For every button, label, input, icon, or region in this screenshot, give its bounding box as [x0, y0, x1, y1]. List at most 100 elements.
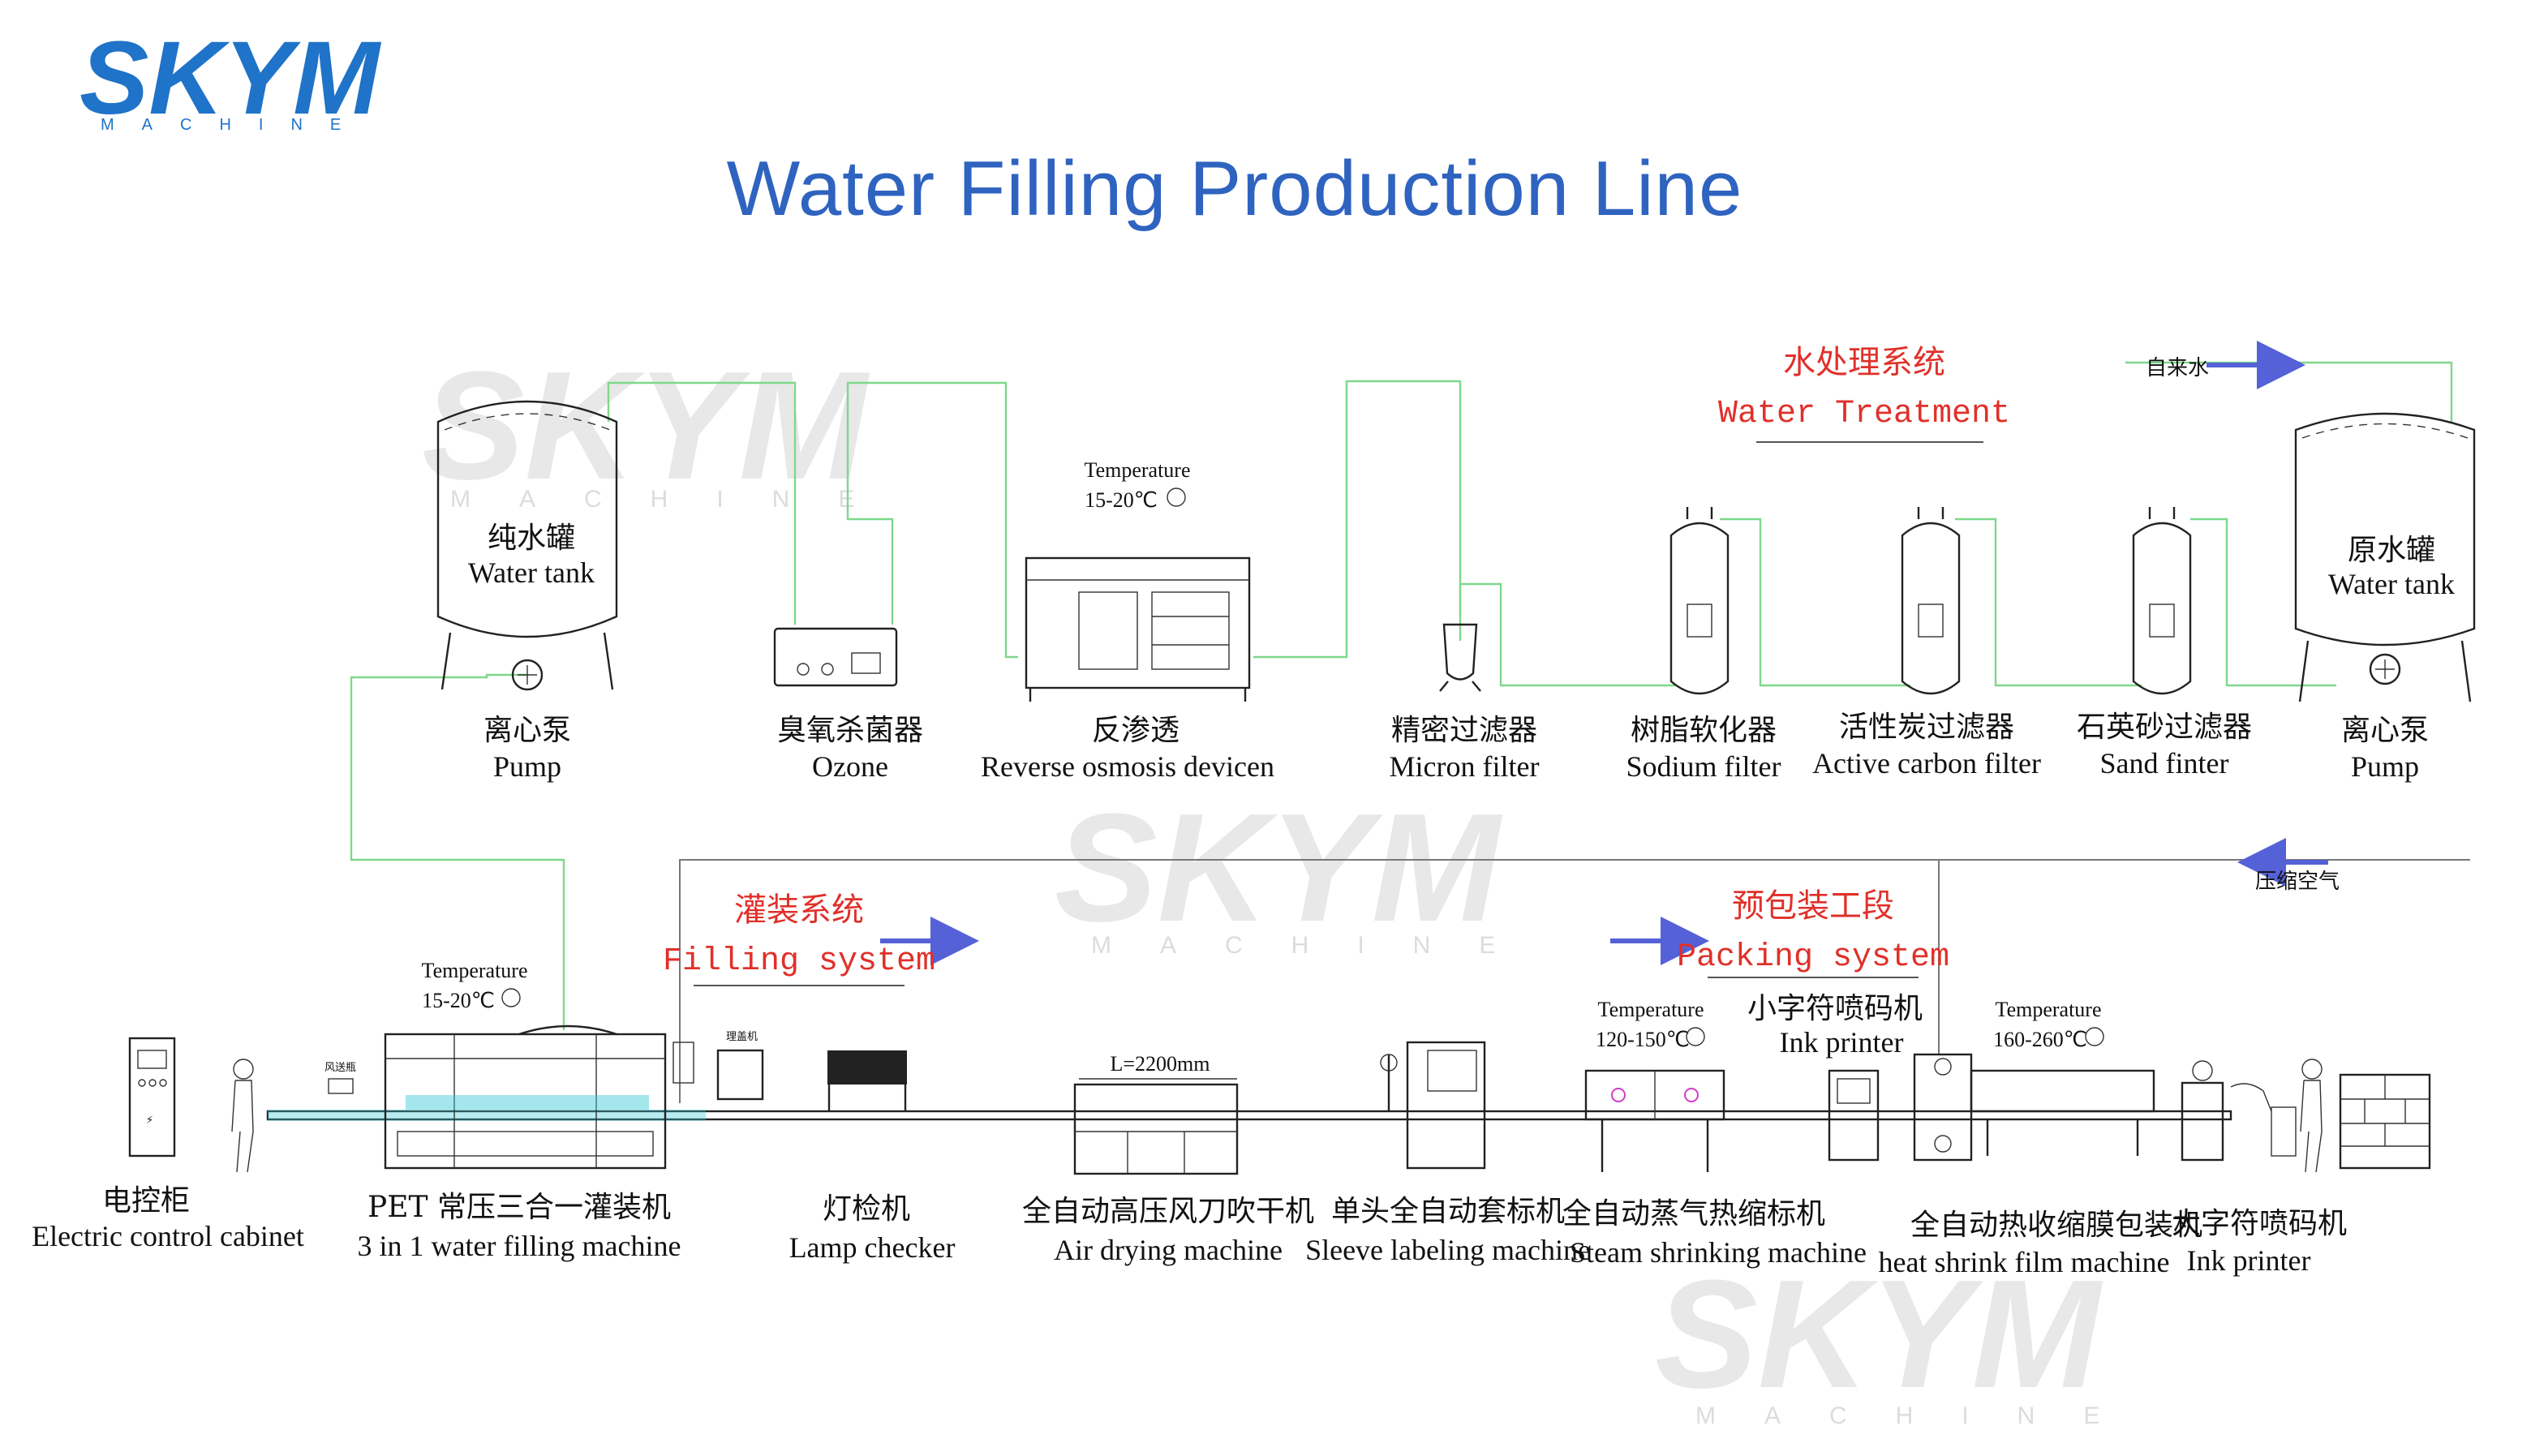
watermark-3: SKYM MACHINE [1655, 1248, 2148, 1429]
pallet-stack [2339, 1073, 2431, 1170]
sand-filter: 石英砂过滤器 Sand finter [2077, 507, 2252, 780]
small-ink-printer-cn: 小字符喷码机 [1747, 992, 1923, 1025]
temperature-value: 15-20℃ [422, 989, 495, 1012]
lamp-checker-cn: 灯检机 [823, 1192, 910, 1226]
ozone-sterilizer: 臭氧杀菌器 Ozone [773, 627, 923, 783]
ro-cn: 反渗透 [1092, 714, 1180, 747]
watermark-sub: MACHINE [450, 486, 903, 513]
micron-filter-cn: 精密过滤器 [1391, 714, 1537, 747]
micron-filter: 精密过滤器 Micron filter [1390, 623, 1540, 783]
section-packing: 预包装工段 Packing system [1677, 887, 1949, 978]
section-filling: 灌装系统 Filling system [663, 891, 935, 986]
section-en: Water Treatment [1718, 396, 2010, 432]
sodium-filter: 树脂软化器 Sodium filter [1626, 507, 1781, 783]
sodium-filter-en: Sodium filter [1626, 750, 1781, 783]
micron-filter-en: Micron filter [1390, 750, 1540, 783]
temperature-label: Temperature [422, 959, 528, 982]
lamp-checker: 灯检机 Lamp checker [789, 1050, 956, 1264]
tap-water-label: 自来水 [2146, 356, 2209, 380]
filling-machine-cn: PET 常压三合一灌装机 [367, 1191, 671, 1224]
electric-control-cabinet: ⚡ 电控柜 Electric control cabinet [32, 1037, 304, 1252]
temperature-label: Temperature [1996, 998, 2102, 1021]
cabinet-cn: 电控柜 [102, 1184, 190, 1218]
small-ink-printer: 小字符喷码机 Ink printer [1747, 992, 1923, 1162]
pump-2-en: Pump [2351, 750, 2419, 783]
section-en: Filling system [663, 943, 935, 980]
conveyor [266, 1110, 2232, 1121]
raw-water-tank-cn: 原水罐 [2348, 534, 2435, 567]
air-dryer-cn: 全自动高压风刀吹干机 [1022, 1195, 1314, 1228]
heat-shrink-film-machine: Temperature 160-260℃ 全自动热收缩膜包装机 heat shr… [1879, 998, 2202, 1278]
watermark-1: SKYM MACHINE [422, 340, 903, 513]
watermark-text: SKYM [1055, 782, 1503, 954]
pure-water-tank-cn: 纯水罐 [488, 522, 575, 555]
thermometer-icon [1686, 1027, 1705, 1046]
operator-figure-1 [231, 1059, 254, 1173]
logo-sub: MACHINE [101, 116, 368, 134]
thermometer-icon [501, 988, 521, 1007]
air-conveyor-label: 风送瓶 [324, 1062, 356, 1074]
air-drying-machine: L=2200mm 全自动高压风刀吹干机 Air drying machine [1022, 1052, 1314, 1266]
temperature-value: 120-150℃ [1596, 1028, 1690, 1051]
raw-water-tank: 原水罐 Water tank 离心泵 Pump [2294, 412, 2476, 783]
sodium-filter-cn: 树脂软化器 [1631, 714, 1777, 747]
raw-water-tank-en: Water tank [2328, 568, 2455, 600]
steam-shrinking-en: Steam shrinking machine [1570, 1236, 1867, 1269]
steam-shrinking-cn: 全自动蒸气热缩标机 [1562, 1197, 1825, 1231]
section-en: Packing system [1677, 939, 1949, 976]
section-water-treatment: 水处理系统 Water Treatment [1718, 344, 2010, 443]
ozone-en: Ozone [812, 750, 888, 783]
sleeve-labeling-en: Sleeve labeling machine [1305, 1234, 1591, 1266]
brand-logo: SKYM MACHINE [79, 20, 381, 136]
cabinet-en: Electric control cabinet [32, 1220, 304, 1252]
air-lines [679, 859, 2470, 1103]
pure-water-tank: 纯水罐 Water tank 离心泵 Pump [436, 400, 618, 783]
large-ink-printer: 大字符喷码机 Ink printer [2172, 1060, 2347, 1277]
operator-figure-2 [2300, 1059, 2323, 1173]
thermometer-icon [2085, 1027, 2104, 1046]
large-ink-printer-cn: 大字符喷码机 [2172, 1207, 2347, 1240]
section-cn: 灌装系统 [734, 891, 864, 929]
filling-machine-en: 3 in 1 water filling machine [358, 1230, 681, 1262]
temperature-label: Temperature [1085, 458, 1191, 482]
logo-text: SKYM [79, 20, 381, 136]
sleeve-labeling-cn: 单头全自动套标机 [1331, 1195, 1565, 1228]
ozone-cn: 臭氧杀菌器 [777, 714, 923, 747]
large-ink-printer-en: Ink printer [2187, 1244, 2311, 1277]
section-cn: 预包装工段 [1732, 887, 1894, 925]
small-ink-printer-en: Ink printer [1780, 1026, 1904, 1059]
ro-en: Reverse osmosis devicen [981, 750, 1274, 783]
temperature-value: 160-260℃ [1993, 1028, 2087, 1051]
air-dryer-en: Air drying machine [1054, 1234, 1283, 1266]
water-pipes [350, 361, 2453, 1030]
sand-filter-en: Sand finter [2100, 747, 2229, 780]
pump-1-en: Pump [493, 750, 561, 783]
steam-shrinking-machine: Temperature 120-150℃ 全自动蒸气热缩标机 Steam shr… [1562, 998, 1867, 1269]
air-dryer-length: L=2200mm [1111, 1052, 1210, 1076]
active-carbon-filter-en: Active carbon filter [1812, 747, 2041, 780]
active-carbon-filter: 活性炭过滤器 Active carbon filter [1812, 507, 2041, 780]
section-cn: 水处理系统 [1783, 344, 1945, 381]
watermark-text: SKYM [1655, 1248, 2103, 1420]
watermark-sub: MACHINE [1695, 1402, 2148, 1429]
cap-sorter-label: 理盖机 [726, 1031, 758, 1043]
flow-arrows [880, 341, 2328, 965]
compressed-air-label: 压缩空气 [2255, 870, 2340, 893]
sleeve-labeling-machine: 单头全自动套标机 Sleeve labeling machine [1305, 1041, 1591, 1266]
thermometer-icon [1167, 487, 1186, 507]
pump-1-cn: 离心泵 [483, 714, 571, 747]
watermark-sub: MACHINE [1091, 932, 1544, 959]
temperature-value: 15-20℃ [1085, 488, 1158, 512]
heat-shrink-cn: 全自动热收缩膜包装机 [1910, 1209, 2202, 1242]
temperature-label: Temperature [1598, 998, 1704, 1021]
reverse-osmosis-device: Temperature 15-20℃ 反渗透 Reverse osmosis d… [981, 458, 1274, 783]
sand-filter-cn: 石英砂过滤器 [2077, 711, 2252, 744]
pure-water-tank-en: Water tank [468, 556, 595, 589]
heat-shrink-en: heat shrink film machine [1879, 1246, 2170, 1278]
active-carbon-filter-cn: 活性炭过滤器 [1839, 711, 2014, 744]
page-title: Water Filling Production Line [726, 145, 1743, 232]
lamp-checker-en: Lamp checker [789, 1231, 956, 1264]
watermark-2: SKYM MACHINE [1055, 782, 1544, 959]
svg-text:⚡: ⚡ [146, 1115, 153, 1127]
